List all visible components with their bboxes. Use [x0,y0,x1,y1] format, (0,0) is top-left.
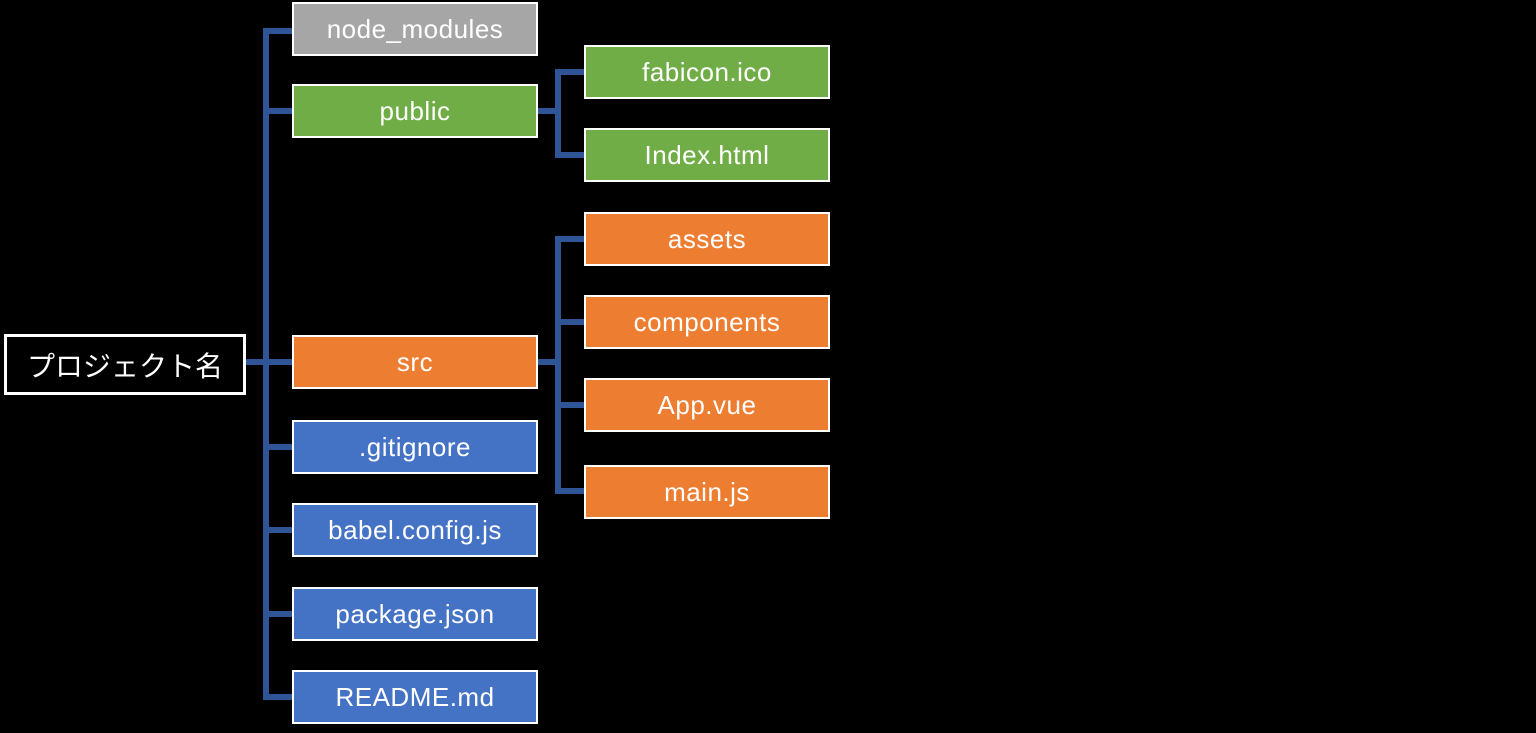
node-label: .gitignore [359,431,471,462]
node-label: fabicon.ico [642,56,772,87]
connector-public-trunk [555,69,561,158]
node-assets: assets [584,212,830,266]
connector-stub-assets [555,236,584,242]
node-main-js: main.js [584,465,830,519]
node-node-modules: node_modules [292,2,538,56]
connector-stub-app-vue [555,402,584,408]
connector-stub-index-html [555,152,584,158]
node-readme-md: README.md [292,670,538,724]
node-label: public [379,95,451,126]
node-label: node_modules [326,13,504,44]
connector-stub-gitignore [263,444,293,450]
connector-stub-components [555,319,584,325]
node-gitignore: .gitignore [292,420,538,474]
node-label: src [396,346,434,377]
node-label: main.js [664,476,750,507]
connector-stub-fabicon [555,69,584,75]
node-public: public [292,84,538,138]
connector-stub-readme [263,694,293,700]
node-label: assets [667,223,747,254]
node-components: components [584,295,830,349]
node-label: Index.html [644,139,770,170]
node-label: package.json [335,598,495,629]
node-label: components [633,306,781,337]
connector-stub-node-modules [263,28,293,34]
connector-stub-public [263,108,293,114]
connector-stub-package-json [263,611,293,617]
connector-src-trunk [555,236,561,494]
connector-stub-main-js [555,488,584,494]
node-app-vue: App.vue [584,378,830,432]
node-label: README.md [335,681,495,712]
connector-src-out [536,359,561,365]
node-fabicon-ico: fabicon.ico [584,45,830,99]
connector-stub-babel-config [263,527,293,533]
node-package-json: package.json [292,587,538,641]
node-label: App.vue [657,389,757,420]
connector-public-out [536,108,561,114]
node-label: babel.config.js [328,514,502,545]
connector-root-to-src [246,359,294,365]
node-index-html: Index.html [584,128,830,182]
node-babel-config-js: babel.config.js [292,503,538,557]
root-node-project-name: プロジェクト名 [4,334,246,395]
node-src: src [292,335,538,389]
root-node-label: プロジェクト名 [26,350,223,382]
